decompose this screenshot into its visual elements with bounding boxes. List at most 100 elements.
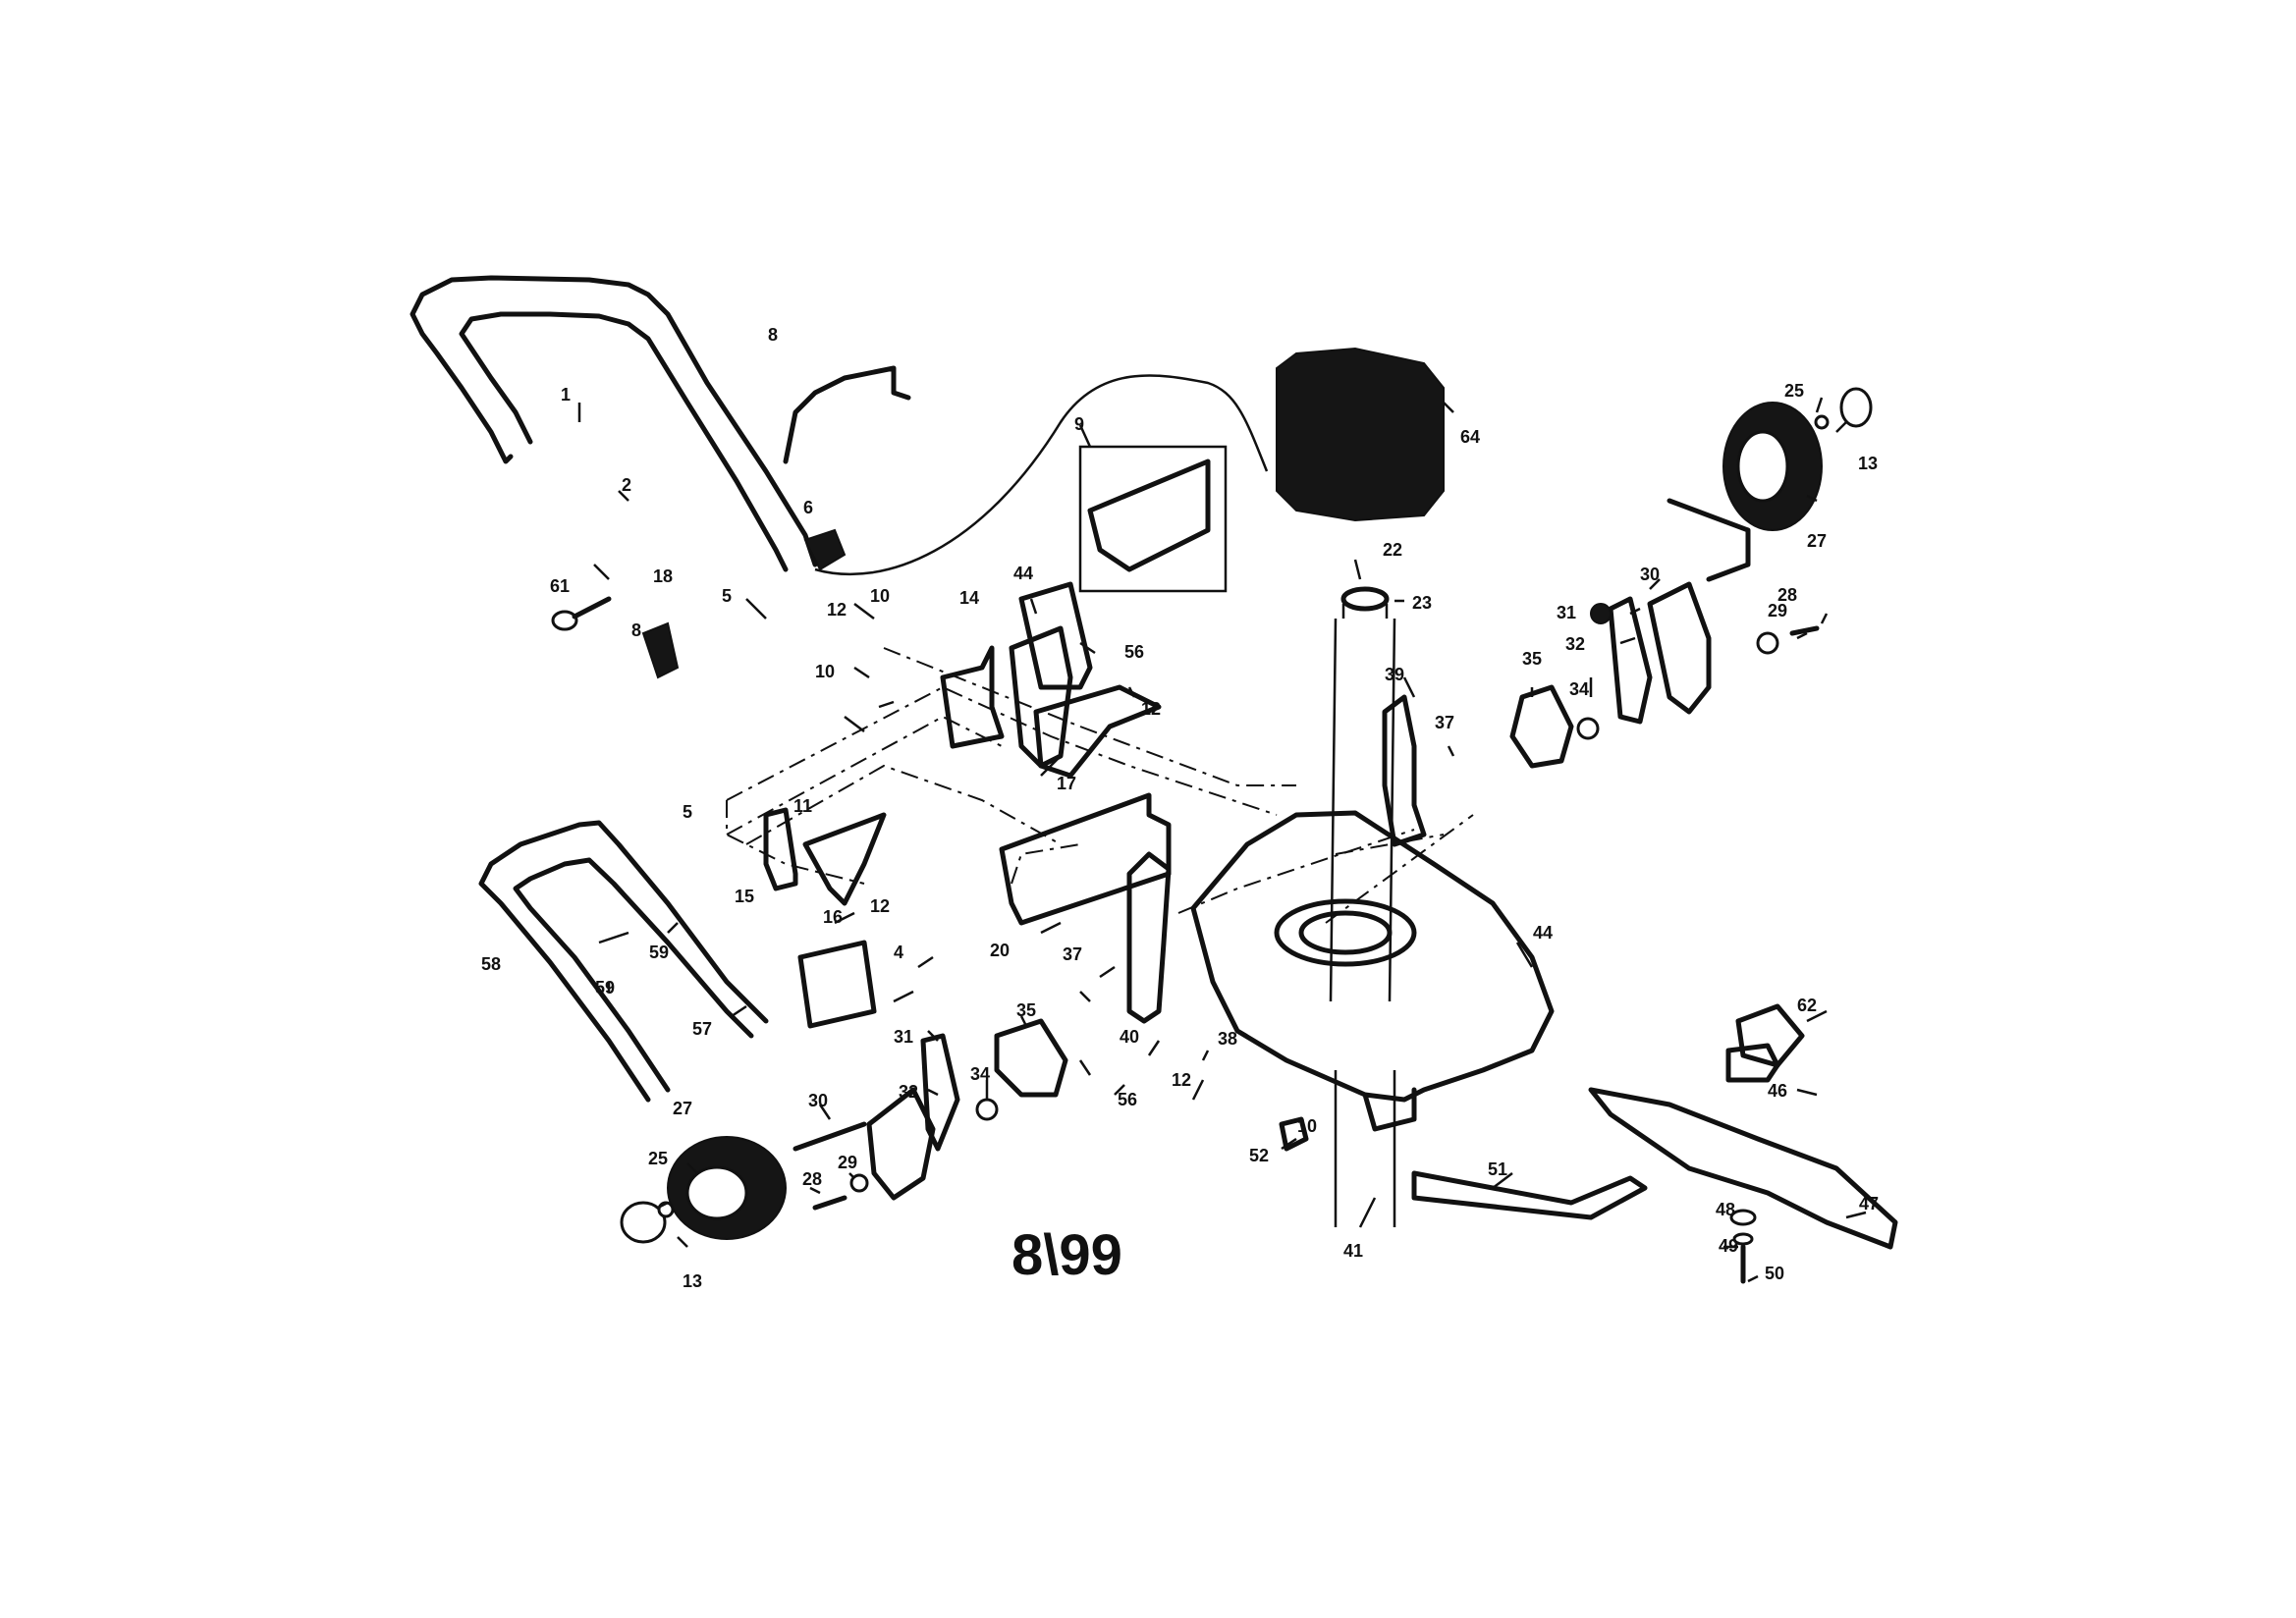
callout-27b: 27 xyxy=(673,1099,692,1118)
callout-2: 2 xyxy=(622,475,631,495)
lever-knob-right xyxy=(1590,603,1612,624)
callout-51: 51 xyxy=(1488,1160,1507,1179)
callout-29b: 29 xyxy=(838,1153,857,1172)
callout-35a: 35 xyxy=(1522,649,1542,669)
callout-25b: 25 xyxy=(648,1149,668,1168)
control-bar xyxy=(783,365,911,464)
callout-5a: 5 xyxy=(722,586,732,606)
callout-62: 62 xyxy=(1797,996,1817,1015)
callout-27a: 27 xyxy=(1807,531,1827,551)
callout-13b: 13 xyxy=(683,1271,702,1291)
callout-46: 46 xyxy=(1768,1081,1787,1101)
callout-13a: 13 xyxy=(1858,454,1878,473)
callout-47: 47 xyxy=(1859,1194,1879,1214)
callout-29a: 29 xyxy=(1768,601,1787,620)
callout-12c: 12 xyxy=(870,896,890,916)
callout-39: 39 xyxy=(1385,665,1404,684)
engine xyxy=(1276,347,1445,522)
callout-56a: 56 xyxy=(1124,642,1144,662)
callout-37b: 37 xyxy=(1063,944,1082,964)
blade-adapter xyxy=(1725,1043,1780,1083)
callout-12d: 12 xyxy=(1172,1070,1191,1090)
callout-30a: 30 xyxy=(1640,565,1660,584)
callout-28b: 28 xyxy=(802,1169,822,1189)
mower-deck xyxy=(1190,810,1555,1132)
rear-wheel-right xyxy=(1722,402,1823,531)
gear-plate-left xyxy=(994,1018,1068,1098)
bracket-plate xyxy=(1018,581,1093,690)
callout-32b: 32 xyxy=(899,1082,918,1102)
callout-44a: 44 xyxy=(1013,564,1033,583)
callout-64: 64 xyxy=(1460,427,1480,447)
callout-1: 1 xyxy=(561,385,571,404)
assembly-guides xyxy=(726,647,1474,924)
callout-9: 9 xyxy=(1074,414,1084,434)
side-plate-left xyxy=(1126,851,1172,1024)
callout-58: 58 xyxy=(481,954,501,974)
callout-28a: 28 xyxy=(1777,585,1797,605)
handle-knob xyxy=(641,528,847,679)
callout-5b: 5 xyxy=(683,802,692,822)
adjuster-bracket-left xyxy=(866,1087,936,1201)
callout-15: 15 xyxy=(735,887,754,906)
callout-31b: 31 xyxy=(894,1027,913,1047)
blade-cover xyxy=(1735,1003,1805,1068)
callout-17: 17 xyxy=(1057,774,1076,793)
callout-6: 6 xyxy=(803,498,813,517)
callout-8b: 8 xyxy=(631,620,641,640)
callout-59b: 59 xyxy=(595,978,615,998)
lower-handle xyxy=(478,820,769,1103)
callout-31a: 31 xyxy=(1557,603,1576,622)
callout-34a: 34 xyxy=(1569,679,1589,699)
callout-12a: 12 xyxy=(827,600,847,620)
gear-plate-right xyxy=(1509,684,1574,769)
deflector xyxy=(1279,1116,1309,1152)
axle-left xyxy=(793,1121,867,1152)
callout-50: 50 xyxy=(1765,1264,1784,1283)
axle-bolt-left xyxy=(812,1195,847,1211)
blade xyxy=(1588,1087,1898,1250)
chute-4 xyxy=(797,940,877,1029)
date-code: 8\99 xyxy=(1011,1223,1122,1287)
rear-shield xyxy=(999,792,1172,926)
callout-30b: 30 xyxy=(808,1091,828,1110)
callout-10c: 10 xyxy=(1297,1116,1317,1136)
leader-lines xyxy=(577,397,1867,1283)
side-bracket-16 xyxy=(802,812,887,906)
callout-10b: 10 xyxy=(815,662,835,681)
hubcap-left xyxy=(620,1201,667,1244)
inset-box xyxy=(1078,445,1228,593)
callout-37a: 37 xyxy=(1435,713,1454,732)
callout-16: 16 xyxy=(823,907,843,927)
callout-14: 14 xyxy=(959,588,979,608)
callout-10a: 10 xyxy=(870,586,890,606)
callout-48: 48 xyxy=(1716,1200,1735,1219)
callout-52: 52 xyxy=(1249,1146,1269,1165)
callout-25a: 25 xyxy=(1784,381,1804,401)
callout-44b: 44 xyxy=(1533,923,1553,943)
callout-61: 61 xyxy=(550,576,570,596)
callout-11: 11 xyxy=(793,796,812,816)
callout-35b: 35 xyxy=(1016,1000,1036,1020)
callout-labels: 1 8 2 6 8 18 61 5 9 64 12 10 14 44 56 10… xyxy=(481,325,1879,1291)
axle-bolt-right xyxy=(1789,625,1820,636)
washer-right xyxy=(1814,414,1830,430)
upper-handle xyxy=(410,275,818,572)
eyebolt xyxy=(551,596,612,631)
side-bracket-15 xyxy=(763,807,798,891)
callout-49: 49 xyxy=(1719,1236,1738,1256)
blade-washer xyxy=(1729,1209,1757,1226)
callout-18: 18 xyxy=(653,566,673,586)
callout-4: 4 xyxy=(894,943,903,962)
callout-23: 23 xyxy=(1412,593,1432,613)
callout-22: 22 xyxy=(1383,540,1402,560)
callout-32a: 32 xyxy=(1565,634,1585,654)
side-plate-right xyxy=(1382,694,1427,847)
callout-56b: 56 xyxy=(1118,1090,1137,1109)
rear-door xyxy=(1033,684,1162,779)
callout-41: 41 xyxy=(1343,1241,1363,1261)
rear-wheel-left xyxy=(667,1136,787,1240)
engine-pulley xyxy=(1340,586,1390,612)
callout-59a: 59 xyxy=(649,943,669,962)
